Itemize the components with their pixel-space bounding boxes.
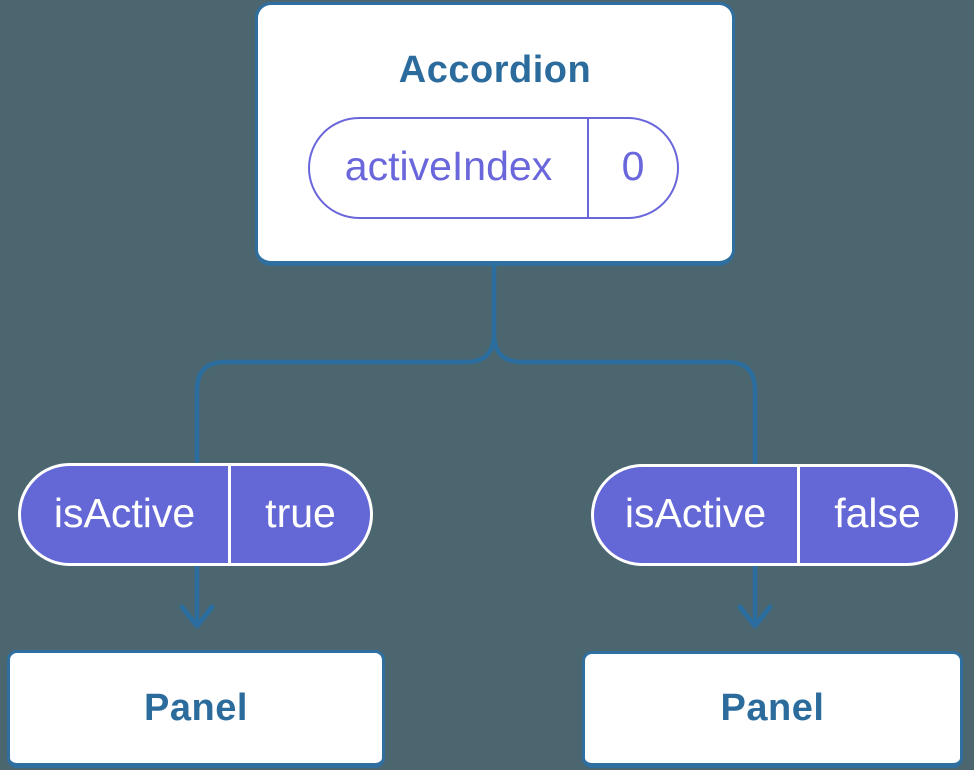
panel2-node: Panel <box>582 651 963 768</box>
accordion-prop-pill: activeIndex 0 <box>308 117 679 219</box>
state-value: true <box>265 489 336 536</box>
state-name: isActive <box>21 466 231 563</box>
accordion-node: Accordion activeIndex 0 <box>255 2 735 266</box>
panel1-node-label: Panel <box>144 686 248 729</box>
accordion-node-label: Accordion <box>398 49 592 91</box>
arrow-down-icon <box>737 604 773 629</box>
panel2-node-label: Panel <box>720 687 825 729</box>
prop-name: activeIndex <box>310 119 589 217</box>
state-value: false <box>834 490 921 536</box>
connector-left-branch <box>194 263 497 627</box>
panel1-state-pill: isActive true <box>18 463 373 566</box>
prop-value: 0 <box>621 143 645 189</box>
panel1-node: Panel <box>7 650 385 768</box>
panel2-state-pill: isActive false <box>591 464 958 566</box>
state-name: isActive <box>594 467 800 563</box>
arrow-down-icon <box>179 604 215 629</box>
